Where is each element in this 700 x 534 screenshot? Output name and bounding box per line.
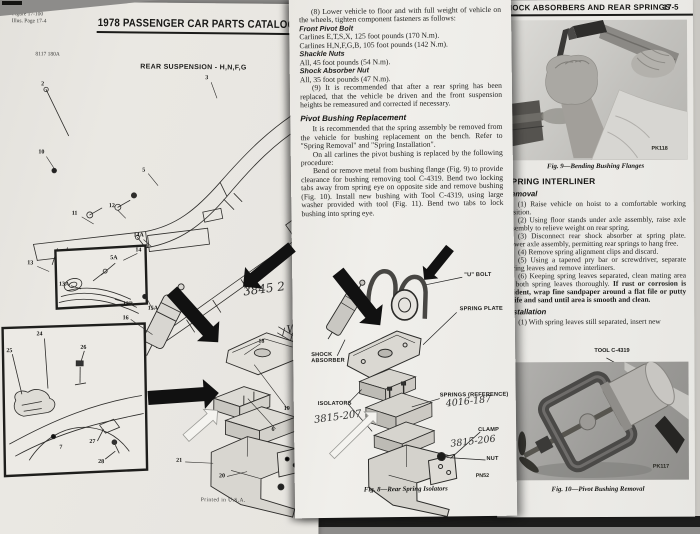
fig9-caption: Fig. 9—Bending Bushing Flanges <box>547 162 645 171</box>
part-callout: 5A <box>110 255 118 262</box>
part-callout: 13 <box>27 260 34 267</box>
nut-label: NUT <box>486 455 499 462</box>
part-callout: 7 <box>59 444 63 451</box>
isolator-stack-drawing <box>210 332 304 518</box>
pivot-bushing-removal-photo-art <box>518 361 689 479</box>
parts-catalog-page: Figure 17-100 Illus. Page 17-4 1978 PASS… <box>0 1 324 534</box>
part-callout: 24 <box>36 331 43 338</box>
bushing-paragraph: It is recommended that the spring assemb… <box>300 122 503 151</box>
part-callout: 5 <box>142 167 146 174</box>
fig10-caption: Fig. 10—Pivot Bushing Removal <box>551 485 645 494</box>
manual-left-page: (8) Lower vehicle to floor and with full… <box>288 0 518 519</box>
part-callout: 26 <box>80 344 87 351</box>
isolators-label: ISOLATORS <box>317 400 352 408</box>
part-callout: 27 <box>89 438 96 446</box>
photo-code: PK117 <box>652 463 670 470</box>
printed-in-usa-footer: Printed in U.S.A. <box>200 497 246 504</box>
installation-step: (1) With spring leaves still separated, … <box>518 316 661 327</box>
shock-absorber-label: SHOCK ABSORBER <box>311 351 345 365</box>
spring-interliner-text: SPRING INTERLINER Removal (1) Raise vehi… <box>506 176 687 327</box>
fig8-block: "U" BOLT SPRING PLATE SHOCK ABSORBER ISO… <box>292 260 517 519</box>
manual-right-page: SHOCK ABSORBERS AND REAR SPRINGS 17-5 <box>494 0 696 518</box>
torque-and-bushing-text: (8) Lower vehicle to floor and with full… <box>299 5 504 218</box>
part-callout: 11 <box>71 210 78 217</box>
header-rule <box>494 13 693 17</box>
diagram-code: PN52 <box>475 472 490 480</box>
part-callout: 14 <box>135 247 142 254</box>
fig9-photo: PK118 <box>502 19 688 161</box>
section-heading: SPRING INTERLINER <box>505 175 596 187</box>
bushing-paragraph: Bend or remove metal from bushing flange… <box>300 164 504 218</box>
removal-step: (3) Disconnect rear shock absorber at sp… <box>505 230 686 249</box>
part-callout: 2 <box>41 81 45 88</box>
fig10-photo: PK117 <box>506 361 689 481</box>
bending-bushing-flanges-photo-art <box>507 19 688 161</box>
part-callout: 3 <box>205 75 209 82</box>
part-callout: 28 <box>98 459 105 466</box>
rear-suspension-exploded-diagram <box>1 82 317 518</box>
callout-leader-lines <box>37 82 288 477</box>
scanner-edge-mark <box>2 1 22 5</box>
installation-heading: Installation <box>506 307 547 317</box>
part-callout: 14A <box>133 232 144 239</box>
page-number: 17-5 <box>662 2 679 12</box>
part-callout: 13B <box>122 301 133 308</box>
part-callout: 20 <box>219 473 226 480</box>
spring-eye-inset-box <box>54 244 149 314</box>
rear-spring-isolators-diagram <box>326 268 486 518</box>
spring-plate-label: SPRING PLATE <box>459 305 504 313</box>
part-callout: 18 <box>258 338 265 345</box>
chapter-header: SHOCK ABSORBERS AND REAR SPRINGS <box>500 2 671 13</box>
part-callout: 10 <box>38 149 45 156</box>
step-9-paragraph: (9) It is recommended that after a rear … <box>299 80 503 110</box>
part-callout: 21 <box>176 457 183 464</box>
wheelhouse-inset-box <box>1 322 149 478</box>
clamp-label: CLAMP <box>478 426 500 434</box>
photo-code: PK118 <box>651 145 668 152</box>
part-callout: 25 <box>6 348 13 355</box>
part-callout: 15A <box>147 305 159 312</box>
part-callout: 19 <box>283 405 290 413</box>
removal-step: (6) Keeping spring leaves separated, cle… <box>506 271 686 305</box>
part-callout: 6 <box>271 426 275 433</box>
part-callout: 16 <box>122 315 129 322</box>
removal-heading: Removal <box>505 189 538 199</box>
ubolt-label: "U" BOLT <box>464 271 492 279</box>
part-callout: 12 <box>108 203 115 210</box>
part-callout: 13A <box>59 281 70 288</box>
